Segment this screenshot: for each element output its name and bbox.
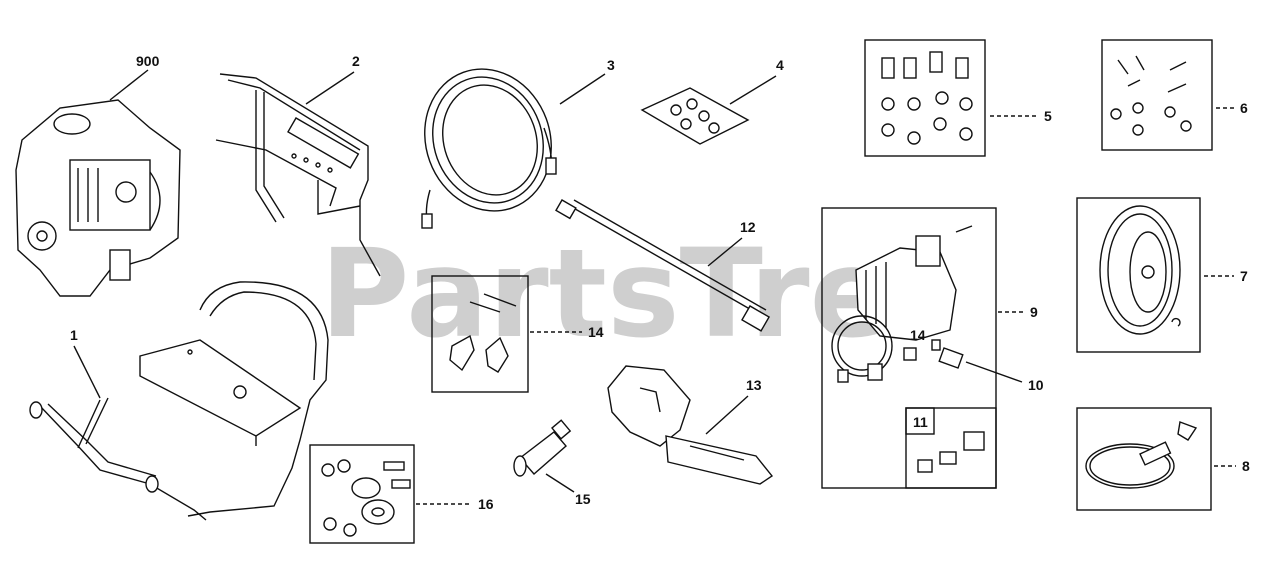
- bolt-kit-part-6[interactable]: [1101, 39, 1213, 151]
- callout-4: 4: [776, 57, 784, 73]
- nozzle-part-15[interactable]: [513, 419, 572, 477]
- handle-part-2[interactable]: [215, 73, 381, 277]
- callout-1: 1: [70, 327, 78, 343]
- spray-gun-part-13[interactable]: [607, 365, 774, 485]
- callout-6: 6: [1240, 100, 1248, 116]
- frame-part-1[interactable]: [29, 281, 329, 521]
- lance-part-12[interactable]: [555, 199, 771, 332]
- callout-2: 2: [352, 53, 360, 69]
- callout-14-pump: 14: [910, 327, 926, 343]
- callout-900: 900: [136, 53, 160, 69]
- callout-3: 3: [607, 57, 615, 73]
- hardware-bag-part-4[interactable]: [640, 87, 750, 145]
- hose-part-3[interactable]: [405, 51, 571, 229]
- callout-8: 8: [1242, 458, 1250, 474]
- callout-13: 13: [746, 377, 762, 393]
- fitting-kit-part-8[interactable]: [1076, 407, 1212, 511]
- wheel-part-7[interactable]: [1076, 197, 1201, 353]
- inset-part-11[interactable]: [905, 407, 997, 489]
- callout-14-knob: 14: [588, 324, 604, 340]
- callout-5: 5: [1044, 108, 1052, 124]
- mount-kit-part-5[interactable]: [864, 39, 986, 157]
- callout-12: 12: [740, 219, 756, 235]
- callout-10: 10: [1028, 377, 1044, 393]
- pump-part-9[interactable]: [821, 207, 997, 489]
- callout-15: 15: [575, 491, 591, 507]
- watermark: PartsTre: [320, 223, 892, 365]
- callout-16: 16: [478, 496, 494, 512]
- knob-kit-part-14[interactable]: [431, 275, 529, 393]
- bearing-kit-part-16[interactable]: [309, 444, 415, 544]
- callout-11: 11: [913, 414, 928, 430]
- fitting-part-10[interactable]: [931, 339, 964, 369]
- callout-9: 9: [1030, 304, 1038, 320]
- engine-part-900[interactable]: [15, 99, 181, 297]
- callout-7: 7: [1240, 268, 1248, 284]
